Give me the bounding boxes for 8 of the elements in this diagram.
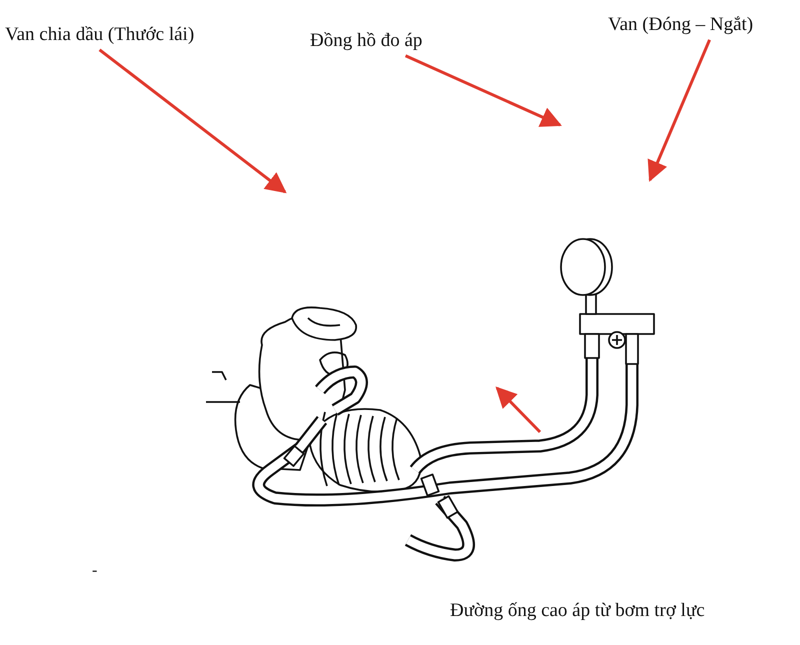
dash-mark: -: [92, 562, 98, 580]
leader-arrow: [98, 48, 287, 194]
leader-arrow: [404, 54, 562, 127]
part-label: Van chia dầu (Thước lái): [5, 24, 194, 47]
part-label: Đường ống cao áp từ bơm trợ lực: [450, 600, 705, 623]
part-label: Van (Đóng – Ngắt): [608, 14, 754, 37]
part-label: Đồng hồ đo áp: [310, 30, 422, 53]
leader-arrow: [648, 39, 711, 182]
